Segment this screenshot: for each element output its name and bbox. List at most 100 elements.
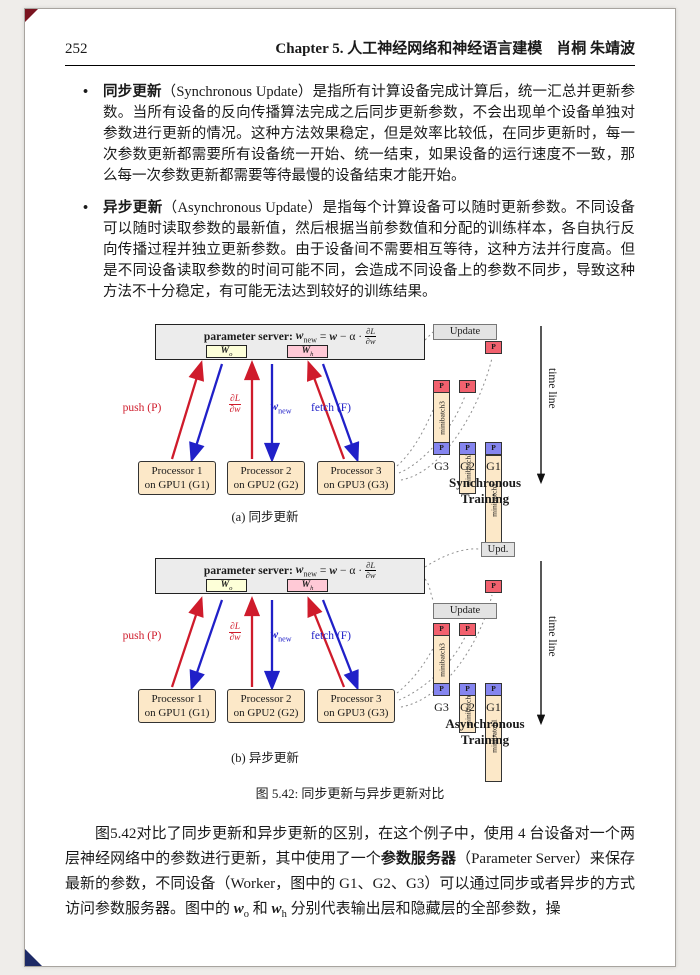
push-arrow-3 (307, 360, 346, 460)
closing-text-3: 和 (249, 901, 272, 917)
page-number: 252 (65, 41, 88, 57)
push-block-g1: P (485, 580, 502, 593)
alpha-term: − α · (340, 330, 363, 343)
wnew-term: wnew (295, 329, 317, 344)
parameter-server-box: parameter server: wnew = w − α · ∂L∂w Wo… (155, 558, 425, 594)
bullet-term: 异步更新 (103, 200, 163, 216)
bullet-term: 同步更新 (103, 84, 162, 100)
gradient-label: ∂L∂w (217, 622, 253, 644)
fetch-label: fetch (F) (311, 402, 351, 414)
training-mode-label: Synchronous (448, 475, 521, 490)
gradient-fraction: ∂L∂w (365, 326, 377, 347)
w-term: w (329, 564, 338, 577)
server-prefix: parameter server: (203, 330, 293, 343)
upd-box: Upd. (481, 542, 515, 557)
closing-paragraph: 图5.42对比了同步更新和异步更新的区别，在这个例子中，使用 4 台设备对一个两… (65, 822, 635, 927)
update-box: Update (433, 324, 497, 340)
fetch-block-g1: P (485, 442, 502, 455)
wo-symbol: w (233, 901, 244, 917)
minibatch3-bar: minibatch3 (433, 392, 450, 443)
training-label: Training (460, 491, 510, 506)
figure-a-arrow-layer (170, 326, 546, 485)
bullet-synchronous-update: • 同步更新（Synchronous Update）是指所有计算设备完成计算后，统… (65, 82, 635, 187)
bullet-list: • 同步更新（Synchronous Update）是指所有计算设备完成计算后，统… (65, 82, 635, 303)
server-prefix: parameter server: (203, 564, 293, 577)
weight-hidden-box: Wh (287, 345, 328, 358)
chapter-title: 人工神经网络和神经语言建模 (347, 41, 543, 57)
gpu-label-g2: G2 (460, 459, 475, 473)
w-term: w (329, 330, 338, 343)
bullet-marker: • (83, 200, 89, 216)
equals-sign: = (319, 330, 327, 343)
proc-to-g3-connector (396, 636, 440, 694)
alpha-term: − α · (340, 564, 363, 577)
update-box: Update (433, 603, 497, 619)
training-mode-label: Asynchronous (445, 716, 525, 731)
figure-caption: 图 5.42: 同步更新与异步更新对比 (255, 786, 445, 801)
parameter-server-term: 参数服务器 (380, 851, 457, 867)
push-label: push (P) (122, 402, 162, 414)
minibatch3-bar: minibatch3 (433, 635, 450, 684)
figure-a-synchronous: parameter server: wnew = w − α · ∂L∂w Wo… (65, 316, 635, 545)
weight-hidden-box: Wh (287, 579, 328, 592)
gpu-label-g2: G2 (460, 700, 475, 714)
gpu-label-g1: G1 (486, 700, 501, 714)
bullet-marker: • (83, 84, 89, 100)
bullet-text: 是指所有计算设备完成计算后，统一汇总并更新参数。当所有设备的反向传播算法完成之后… (103, 84, 636, 184)
fetch-arrow-3 (321, 363, 360, 463)
wnew-label: wnew (270, 401, 292, 416)
weight-output-box: Wo (206, 579, 247, 592)
bullet-term-en: （Synchronous Update） (161, 84, 313, 100)
timeline-axis-label: time line (546, 616, 558, 657)
gradient-label: ∂L∂w (217, 394, 253, 416)
bullet-term-en: （Asynchronous Update） (162, 200, 323, 216)
chapter-heading: Chapter 5. 人工神经网络和神经语言建模肖桐 朱靖波 (275, 37, 635, 58)
figure-b-asynchronous: parameter server: wnew = w − α · ∂L∂w Wo… (65, 531, 635, 782)
gpu-label-g3: G3 (434, 700, 449, 714)
fetch-arrow-3 (321, 599, 359, 691)
push-label: push (P) (122, 630, 162, 642)
push-arrow-1 (170, 360, 204, 460)
fetch-block-g3: P (433, 442, 450, 455)
fetch-label: fetch (F) (311, 630, 351, 642)
push-block-g2: P (459, 623, 476, 636)
bullet-text: 是指每个计算设备可以随时更新参数。不同设备可以随时读取参数的最新值，然后根据当前… (103, 200, 635, 300)
subfigure-b-caption: (b) 异步更新 (231, 751, 299, 765)
fetch-block-g2: P (459, 442, 476, 455)
corner-decoration-bottom-left (25, 949, 42, 966)
server-upd-connector (424, 548, 480, 568)
book-page: 252 Chapter 5. 人工神经网络和神经语言建模肖桐 朱靖波 • 同步更新… (24, 8, 676, 967)
fetch-block-g2: P (459, 683, 476, 696)
fetch-arrow-1 (189, 599, 224, 691)
gradient-label-fraction: ∂L∂w (229, 622, 241, 644)
timeline-axis-label: time line (546, 368, 558, 409)
closing-text-4: 分别代表输出层和隐藏层的全部参数，操 (286, 901, 561, 917)
server-update-connector (424, 578, 435, 603)
bullet-asynchronous-update: • 异步更新（Asynchronous Update）是指每个计算设备可以随时更新… (65, 198, 635, 303)
parameter-server-formula: parameter server: wnew = w − α · ∂L∂w (156, 560, 424, 581)
equals-sign: = (319, 564, 327, 577)
push-block-g2: P (459, 380, 476, 393)
proc-to-g2-connector (398, 636, 466, 701)
proc-to-g1-connector (400, 357, 493, 481)
fetch-arrow-1 (189, 363, 224, 463)
page-header: 252 Chapter 5. 人工神经网络和神经语言建模肖桐 朱靖波 (65, 37, 635, 58)
gradient-fraction: ∂L∂w (365, 560, 377, 581)
push-arrow-1 (170, 596, 204, 688)
wnew-label: wnew (270, 629, 292, 644)
training-label: Training (460, 732, 510, 747)
header-rule (65, 65, 635, 66)
wh-symbol: w (271, 901, 282, 917)
closing-text-2: （Parameter Server）来保存最新的参数，不同设备（Worker，图… (65, 851, 635, 917)
closing-text-1: 图5.42对比了同步更新和异步更新的区别，在这个例子中，使用 4 台设备对一个两… (65, 826, 635, 867)
fetch-block-g1: P (485, 683, 502, 696)
parameter-server-formula: parameter server: wnew = w − α · ∂L∂w (156, 326, 424, 347)
fetch-block-g3: P (433, 683, 450, 696)
server-update-connector (424, 331, 434, 341)
